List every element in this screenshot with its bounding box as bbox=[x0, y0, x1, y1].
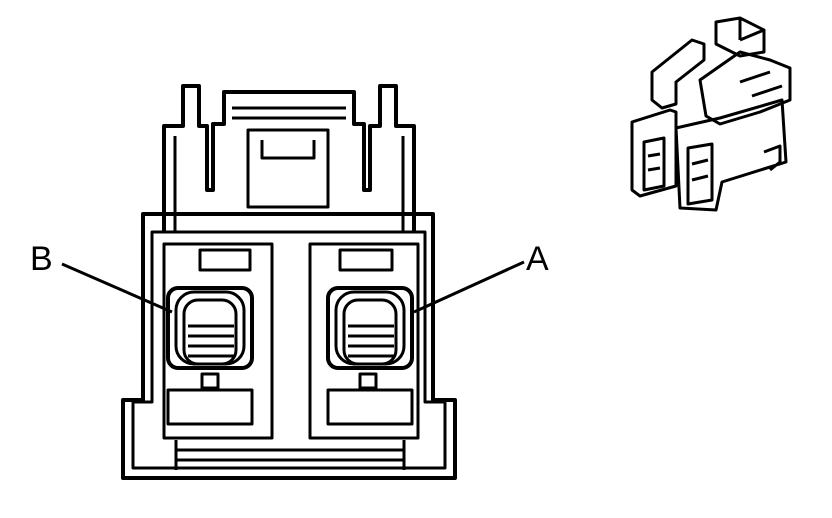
connector-upper-housing bbox=[162, 84, 416, 232]
callout-label-a: A bbox=[526, 240, 549, 278]
connector-face-view bbox=[121, 84, 457, 480]
leader-line-a bbox=[413, 260, 525, 314]
terminal-cavity-b bbox=[162, 242, 274, 440]
connector-inner-body bbox=[131, 230, 447, 470]
center-divider bbox=[270, 244, 312, 438]
callout-label-b: B bbox=[30, 240, 53, 278]
connector-isometric-view bbox=[630, 16, 792, 212]
callout-a: A bbox=[413, 240, 549, 314]
leader-line-b bbox=[61, 262, 173, 314]
terminal-b-ridges bbox=[188, 324, 234, 358]
callout-b: B bbox=[30, 240, 173, 314]
bottom-rails bbox=[174, 440, 406, 470]
latch-tab bbox=[232, 106, 346, 209]
terminal-a-ridges bbox=[348, 324, 394, 358]
terminal-cavity-a bbox=[308, 242, 420, 440]
connector-main-body bbox=[121, 212, 457, 480]
